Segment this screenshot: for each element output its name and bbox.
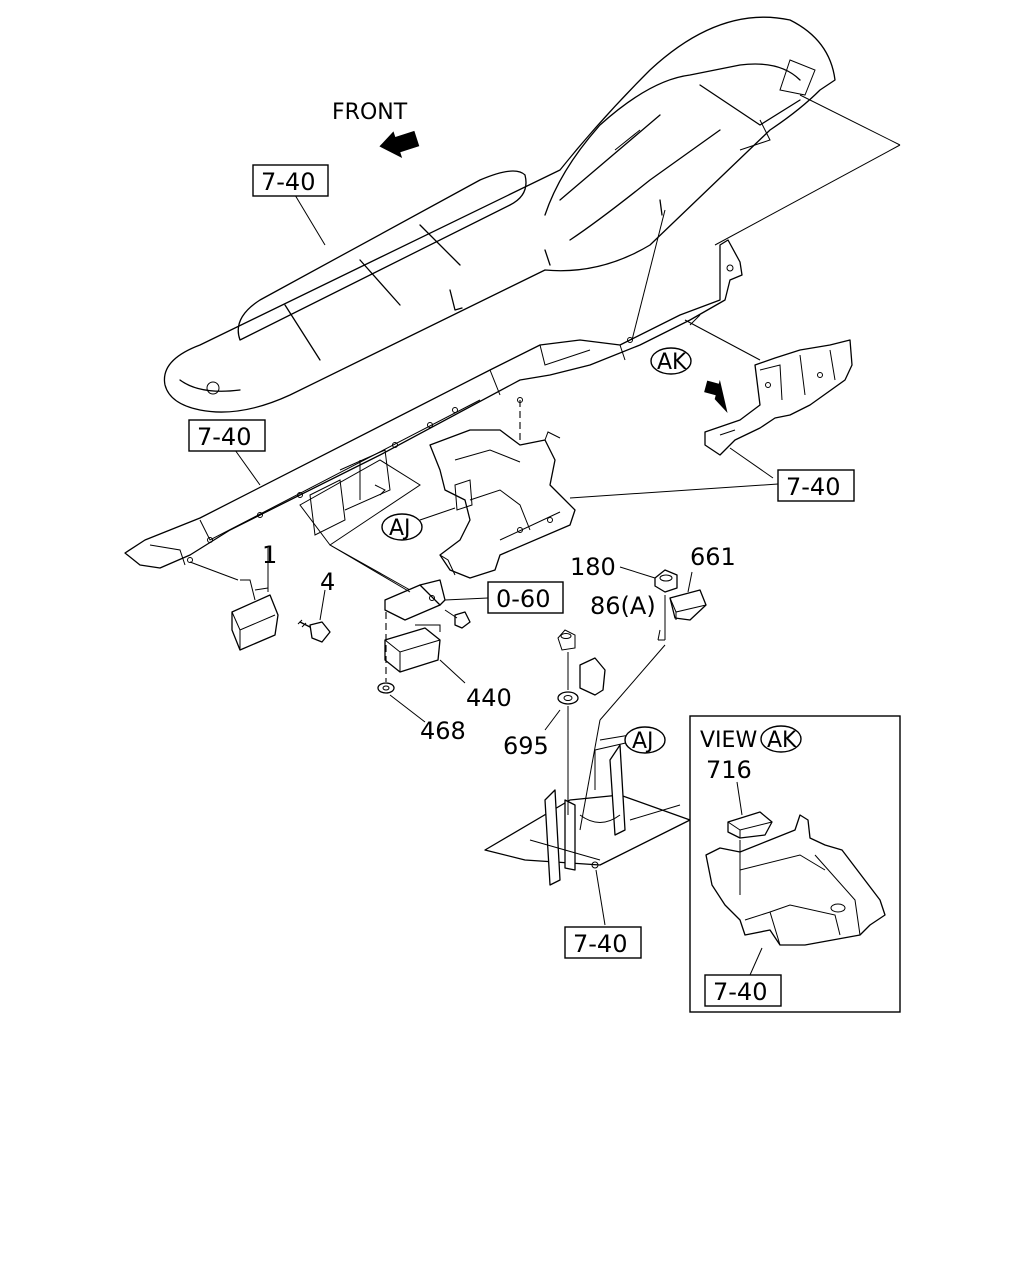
leader-lines bbox=[189, 94, 901, 926]
ref-box-dash bbox=[252, 164, 329, 197]
ref-label-060: 0-60 bbox=[496, 585, 550, 613]
sensor-part-661 bbox=[669, 589, 707, 621]
part-label-468: 468 bbox=[420, 717, 466, 745]
ref-label-bottom: 7-40 bbox=[573, 930, 627, 958]
clip-part-468 bbox=[377, 682, 395, 694]
ak-arrow-icon bbox=[704, 379, 728, 413]
callout-ak bbox=[650, 347, 692, 375]
callout-aj-right-label: AJ bbox=[632, 729, 654, 754]
module-part-440 bbox=[384, 624, 441, 673]
harness-plate-outline bbox=[299, 459, 421, 546]
ref-box-beam bbox=[188, 419, 266, 452]
bracket-part-86a bbox=[557, 629, 606, 696]
dashboard-panel bbox=[163, 16, 836, 413]
module-part-1 bbox=[231, 579, 279, 651]
center-bracket bbox=[429, 429, 576, 579]
callout-aj-right bbox=[624, 726, 666, 754]
view-ak-title: VIEW bbox=[700, 728, 757, 753]
part-label-716: 716 bbox=[706, 756, 752, 784]
ref-label-right: 7-40 bbox=[786, 473, 840, 501]
ref-box-bottom bbox=[564, 926, 642, 959]
view-ak-bracket bbox=[705, 814, 886, 946]
screw-part-4 bbox=[297, 619, 331, 643]
part-label-695: 695 bbox=[503, 732, 549, 760]
ref-label-view: 7-40 bbox=[713, 978, 767, 1006]
front-arrow-icon bbox=[379, 130, 420, 158]
ref-box-view bbox=[704, 974, 782, 1007]
callout-aj-left bbox=[381, 513, 423, 541]
washer-part-695 bbox=[557, 691, 579, 705]
bracket-0-60 bbox=[384, 579, 471, 629]
view-ak-circle-label: AK bbox=[767, 728, 797, 753]
callout-aj-left-label: AJ bbox=[389, 516, 411, 541]
part-label-661: 661 bbox=[690, 543, 736, 571]
mount-plate bbox=[484, 734, 691, 886]
nut-part-180 bbox=[654, 569, 678, 593]
ref-box-right bbox=[777, 469, 855, 502]
right-bracket bbox=[704, 339, 853, 456]
part-label-440: 440 bbox=[466, 684, 512, 712]
cross-beam bbox=[124, 239, 743, 569]
part-label-4: 4 bbox=[320, 568, 335, 596]
view-ak-circle bbox=[760, 725, 802, 753]
view-ak-sensor bbox=[727, 811, 773, 839]
part-label-1: 1 bbox=[262, 541, 277, 569]
ref-label-beam: 7-40 bbox=[197, 423, 251, 451]
callout-ak-label: AK bbox=[657, 350, 687, 375]
front-label: FRONT bbox=[332, 100, 408, 125]
ref-box-060 bbox=[487, 581, 564, 614]
view-ak-panel: VIEW AK 716 7-40 bbox=[689, 715, 901, 1013]
ref-label-dash: 7-40 bbox=[261, 168, 315, 196]
part-label-180: 180 bbox=[570, 553, 616, 581]
part-label-86a: 86(A) bbox=[590, 592, 656, 620]
